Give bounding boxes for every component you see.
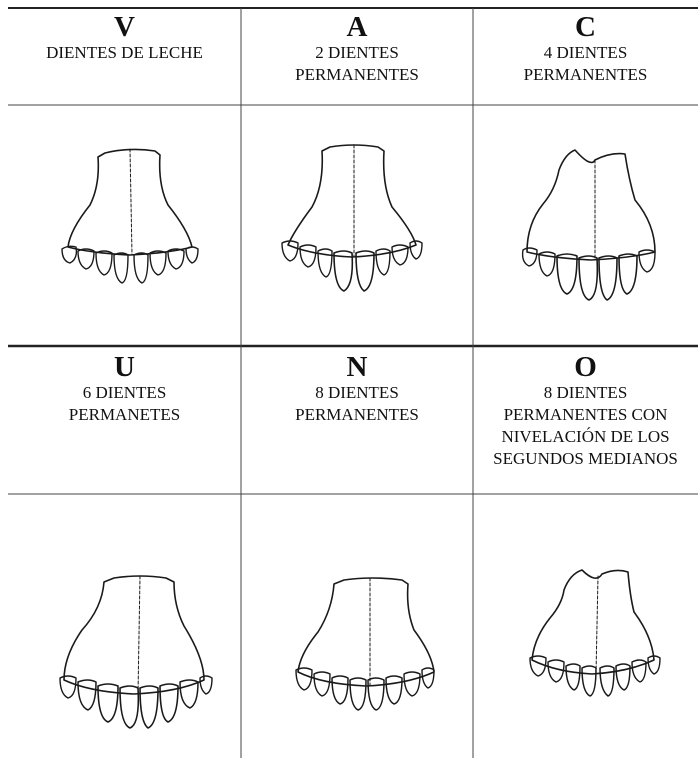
stage-letter: C: [473, 12, 698, 42]
stage-description: 4 DIENTES: [473, 42, 698, 64]
stage-description: PERMANENTES: [241, 404, 473, 426]
stage-description: 8 DIENTES: [241, 382, 473, 404]
milk-teeth-jaw-drawing: [50, 135, 210, 305]
leveled-teeth-jaw-drawing: [520, 560, 670, 730]
cell-o-header: O 8 DIENTES PERMANENTES CON NIVELACIÓN D…: [473, 352, 698, 470]
stage-letter: N: [241, 352, 473, 382]
stage-description: 8 DIENTES: [473, 382, 698, 404]
stage-letter: V: [8, 12, 241, 42]
cell-u-header: U 6 DIENTES PERMANETES: [8, 352, 241, 426]
stage-description: PERMANENTES: [241, 64, 473, 86]
two-permanent-teeth-jaw-drawing: [272, 135, 432, 315]
stage-description: 6 DIENTES: [8, 382, 241, 404]
stage-description: 2 DIENTES: [241, 42, 473, 64]
stage-description: PERMANETES: [8, 404, 241, 426]
six-permanent-teeth-jaw-drawing: [48, 570, 218, 750]
stage-letter: O: [473, 352, 698, 382]
stage-description: NIVELACIÓN DE LOS: [473, 426, 698, 448]
cell-a-header: A 2 DIENTES PERMANENTES: [241, 12, 473, 86]
stage-letter: U: [8, 352, 241, 382]
cell-n-header: N 8 DIENTES PERMANENTES: [241, 352, 473, 426]
cell-v-header: V DIENTES DE LECHE: [8, 12, 241, 64]
eight-permanent-teeth-jaw-drawing: [282, 570, 447, 740]
four-permanent-teeth-jaw-drawing: [505, 140, 675, 320]
stage-description: DIENTES DE LECHE: [8, 42, 241, 64]
stage-description: PERMANENTES CON: [473, 404, 698, 426]
stage-description: PERMANENTES: [473, 64, 698, 86]
stage-description: SEGUNDOS MEDIANOS: [473, 448, 698, 470]
cell-c-header: C 4 DIENTES PERMANENTES: [473, 12, 698, 86]
stage-letter: A: [241, 12, 473, 42]
